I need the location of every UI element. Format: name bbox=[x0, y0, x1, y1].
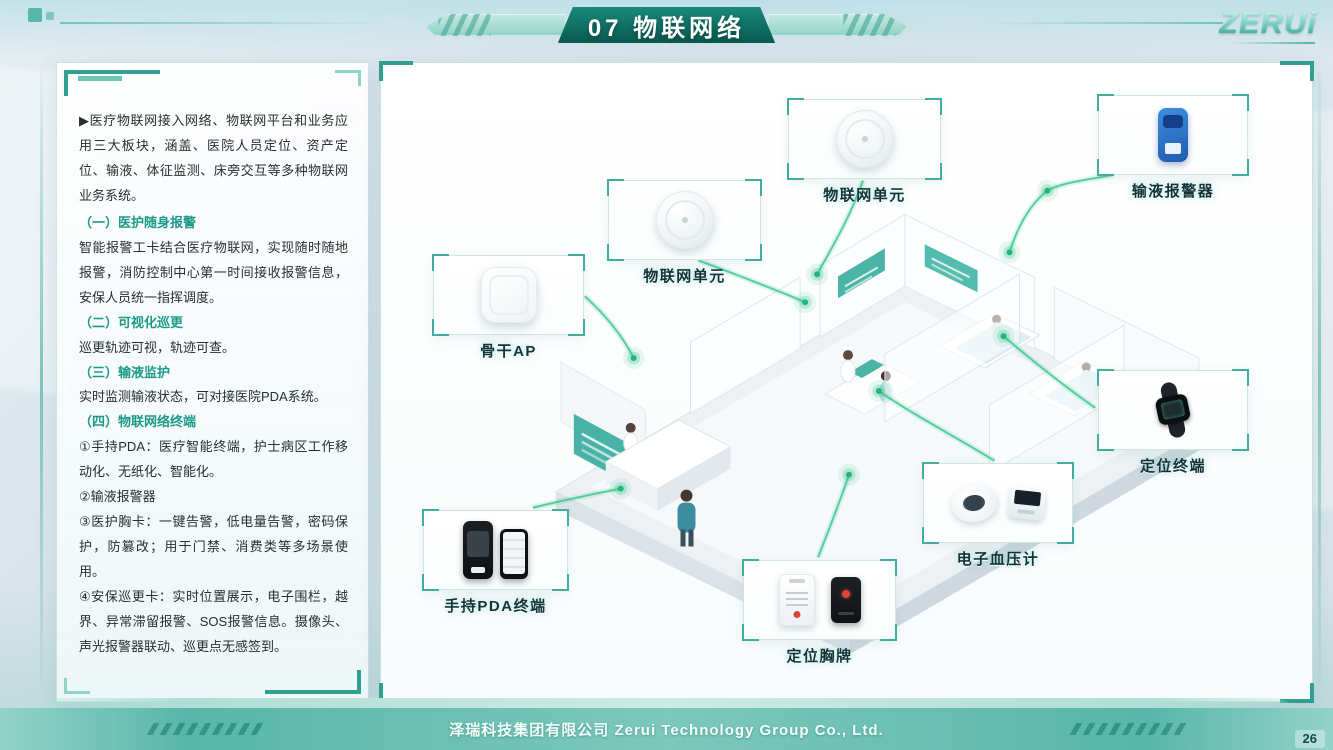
title-banner: 07 物联网络 bbox=[425, 7, 908, 43]
device-image-frame bbox=[432, 254, 585, 336]
device-label: 定位终端 bbox=[1139, 458, 1206, 475]
corner-bracket bbox=[64, 70, 160, 96]
device-label: 定位胸牌 bbox=[786, 648, 853, 665]
zerui-logo: ZERUi bbox=[1219, 2, 1317, 44]
sidebar-panel: ▶医疗物联网接入网络、物联网平台和业务应用三大板块，涵盖、医院人员定位、资产定位… bbox=[56, 62, 369, 702]
device-callout-iot-unit-2: 物联网单元 bbox=[607, 179, 762, 286]
connection-line bbox=[878, 390, 996, 462]
glow-dot bbox=[998, 241, 1021, 264]
device-image-frame bbox=[607, 179, 762, 261]
section-heading-4: （四）物联网络终端 bbox=[79, 414, 197, 430]
header-decor-line bbox=[983, 22, 1223, 24]
positioning-terminal-device-icon bbox=[1146, 378, 1201, 442]
glow-dot bbox=[806, 263, 829, 286]
section-body-4: ①手持PDA：医疗智能终端，护士病区工作移动化、无纸化、智能化。 ②输液报警器 … bbox=[79, 439, 348, 655]
receptionist-figure bbox=[625, 422, 636, 433]
positioning-badge-device-icon bbox=[778, 574, 861, 626]
glow-dot bbox=[992, 325, 1015, 348]
device-callout-backbone-ap: 骨干AP bbox=[432, 254, 585, 361]
section-heading-2: （二）可视化巡更 bbox=[79, 314, 184, 330]
device-callout-handheld-pda: 手持PDA终端 bbox=[422, 509, 569, 616]
corner-bracket bbox=[379, 61, 413, 81]
section-body-1: 智能报警工卡结合医疗物联网，实现随时随地报警，消防控制中心第一时间接收报警信息，… bbox=[79, 239, 348, 305]
glow-dot bbox=[838, 463, 860, 486]
device-label: 物联网单元 bbox=[823, 187, 906, 204]
corner-bracket bbox=[335, 70, 361, 86]
bp-cuff bbox=[948, 480, 1000, 526]
title-wing-right bbox=[767, 14, 908, 36]
glow-dot bbox=[1036, 179, 1059, 202]
device-label: 输液报警器 bbox=[1131, 183, 1215, 200]
connection-line bbox=[817, 474, 850, 558]
header-decor-square bbox=[28, 8, 42, 22]
title-wing-left bbox=[425, 14, 566, 36]
corner-bracket bbox=[1280, 61, 1314, 81]
connection-line bbox=[816, 180, 864, 275]
visitor-figure bbox=[680, 489, 693, 502]
connection-lines bbox=[532, 171, 1115, 559]
header-decor-square bbox=[46, 12, 54, 20]
footer-hatch-decor bbox=[1069, 723, 1187, 735]
diagram-panel: 物联网单元 输液报警器 物联网单元 骨干AP bbox=[379, 61, 1314, 703]
device-callout-positioning-terminal: 定位终端 bbox=[1097, 369, 1249, 476]
glow-dots bbox=[609, 179, 1059, 500]
device-callout-positioning-badge: 定位胸牌 bbox=[742, 559, 897, 666]
page-number: 26 bbox=[1294, 730, 1325, 748]
header: 07 物联网络 ZERUi bbox=[0, 0, 1333, 54]
white-badge bbox=[778, 574, 815, 626]
device-label: 电子血压计 bbox=[956, 551, 1040, 568]
right-edge-line bbox=[1318, 72, 1321, 686]
section-body-3: 实时监测输液状态，可对接医院PDA系统。 bbox=[79, 389, 327, 405]
header-decor-line bbox=[60, 22, 390, 24]
corner-bracket bbox=[265, 670, 361, 694]
connection-line bbox=[698, 259, 806, 304]
glass-partitions bbox=[689, 273, 1125, 474]
glow-dot bbox=[794, 291, 817, 314]
connection-line bbox=[1002, 335, 1096, 409]
wall-screen bbox=[838, 244, 978, 299]
title-core: 07 物联网络 bbox=[558, 7, 775, 43]
device-image-frame bbox=[742, 559, 897, 641]
glow-dot bbox=[622, 347, 645, 370]
iot-unit-device-icon bbox=[835, 110, 894, 168]
device-label: 骨干AP bbox=[480, 343, 537, 360]
device-image-frame bbox=[1097, 369, 1249, 451]
device-label: 物联网单元 bbox=[643, 268, 726, 285]
blood-pressure-device-icon bbox=[948, 480, 1047, 526]
iot-unit-device-icon bbox=[655, 191, 714, 249]
device-image-frame bbox=[422, 509, 569, 591]
footer-company-name: 泽瑞科技集团有限公司 Zerui Technology Group Co., L… bbox=[449, 721, 884, 739]
page-title: 07 物联网络 bbox=[587, 14, 746, 42]
backbone-ap-device-icon bbox=[480, 267, 537, 323]
footer-hatch-decor bbox=[146, 723, 264, 735]
sidebar-intro: ▶医疗物联网接入网络、物联网平台和业务应用三大板块，涵盖、医院人员定位、资产定位… bbox=[79, 113, 348, 203]
handheld-pda-device-icon bbox=[463, 521, 528, 579]
footer: 泽瑞科技集团有限公司 Zerui Technology Group Co., L… bbox=[0, 708, 1333, 750]
device-callout-iot-unit-1: 物联网单元 bbox=[787, 98, 942, 205]
device-label: 手持PDA终端 bbox=[444, 598, 547, 615]
section-body-2: 巡更轨迹可视，轨迹可查。 bbox=[79, 339, 236, 355]
glow-dot bbox=[609, 477, 632, 500]
left-edge-line bbox=[40, 72, 43, 686]
pda-phone bbox=[500, 529, 528, 579]
device-image-frame bbox=[787, 98, 942, 180]
bp-monitor bbox=[1007, 485, 1047, 521]
device-image-frame bbox=[922, 462, 1074, 544]
reception-area bbox=[560, 361, 732, 547]
doctor-figure bbox=[843, 350, 853, 361]
connection-line bbox=[532, 487, 621, 509]
badge-alert-dot bbox=[793, 611, 800, 618]
section-heading-1: （一）医护随身报警 bbox=[79, 214, 197, 230]
black-badge bbox=[830, 577, 861, 623]
infusion-alarm-device-icon bbox=[1158, 108, 1188, 162]
device-callout-bp-monitor: 电子血压计 bbox=[922, 462, 1074, 569]
corner-bracket bbox=[64, 678, 90, 694]
device-image-frame bbox=[1097, 94, 1249, 176]
pda-device bbox=[463, 521, 493, 579]
glow-dot bbox=[867, 380, 890, 402]
device-callout-infusion-alarm: 输液报警器 bbox=[1097, 94, 1249, 201]
logo-underline bbox=[1229, 42, 1315, 44]
connection-line bbox=[584, 295, 635, 359]
section-heading-3: （三）输液监护 bbox=[79, 364, 171, 380]
